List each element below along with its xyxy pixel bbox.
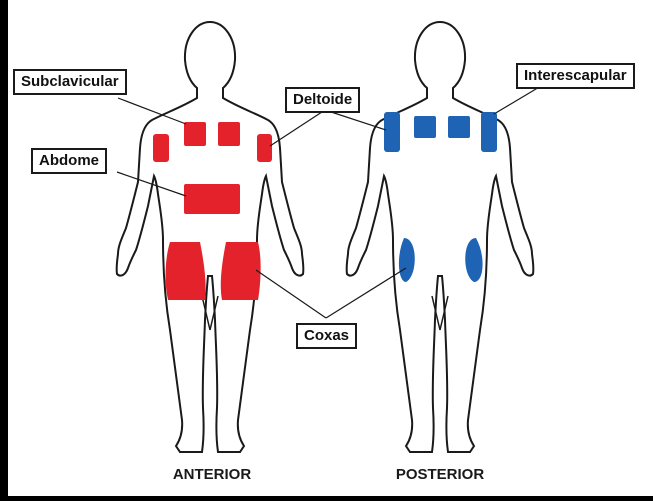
caption-posterior: POSTERIOR xyxy=(396,466,484,483)
interscapular-site-right xyxy=(448,116,470,138)
label-coxas: Coxas xyxy=(296,323,357,349)
subclavicular-site-right xyxy=(218,122,240,146)
label-deltoide: Deltoide xyxy=(285,87,360,113)
label-interescapular: Interescapular xyxy=(516,63,635,89)
subclavicular-site-left xyxy=(184,122,206,146)
thigh-site-anterior-left xyxy=(166,242,206,300)
deltoid-site-posterior-left xyxy=(384,112,400,152)
label-subclavicular: Subclavicular xyxy=(13,69,127,95)
caption-anterior: ANTERIOR xyxy=(173,466,251,483)
interscapular-site-left xyxy=(414,116,436,138)
deltoid-site-anterior-right xyxy=(257,134,272,162)
abdomen-site xyxy=(184,184,240,214)
label-abdome: Abdome xyxy=(31,148,107,174)
deltoid-site-anterior-left xyxy=(153,134,169,162)
thigh-site-anterior-right xyxy=(221,242,261,300)
deltoid-site-posterior-right xyxy=(481,112,497,152)
